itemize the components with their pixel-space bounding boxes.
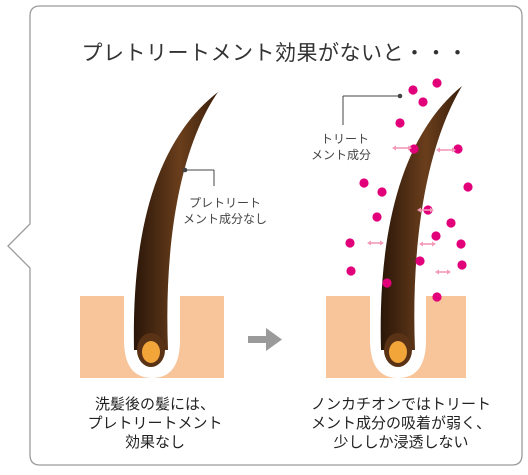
left-follicle-group (80, 92, 224, 378)
double-arrow (419, 241, 436, 247)
double-arrow (417, 207, 434, 213)
left-bulb-core (142, 341, 160, 363)
treatment-particle (408, 85, 418, 95)
treatment-particle (377, 187, 387, 197)
treatment-particles (345, 78, 473, 302)
treatment-particle (382, 278, 392, 288)
right-caption-line3: 少ししか浸透しない (333, 433, 469, 451)
double-arrow (435, 269, 451, 275)
left-label-dot (182, 167, 188, 173)
progression-arrow (248, 328, 282, 351)
left-hair-shaft (133, 92, 218, 350)
treatment-particle (418, 97, 428, 107)
treatment-particle (359, 178, 369, 188)
treatment-particle (432, 78, 442, 88)
treatment-particle (463, 182, 473, 192)
right-label-line2: メント成分 (311, 148, 372, 162)
right-follicle-group (326, 86, 466, 378)
right-label-dot (397, 93, 403, 99)
left-caption-line3: 効果なし (124, 433, 185, 451)
treatment-particle (456, 239, 466, 249)
treatment-particle (457, 260, 467, 270)
right-caption-line1: ノンカチオンではトリート (310, 395, 491, 413)
right-label-line1: トリート (321, 132, 370, 146)
left-caption-line2: プレトリートメント (87, 414, 223, 432)
treatment-particle (432, 292, 442, 302)
left-label-line1: プレトリート (189, 196, 262, 210)
right-hair-shaft (380, 86, 462, 350)
double-arrow (436, 147, 456, 153)
left-label-line2: メント成分なし (183, 212, 268, 226)
penetration-arrows (367, 145, 456, 275)
double-arrow (367, 240, 384, 246)
treatment-particle (345, 238, 355, 248)
right-bulb-core (389, 341, 407, 363)
treatment-particle (395, 118, 405, 128)
right-caption-line2: メント成分の吸着が弱く、 (310, 414, 491, 432)
left-caption-line1: 洗髪後の髪には、 (94, 395, 215, 413)
double-arrow (392, 145, 412, 151)
treatment-particle (446, 218, 456, 228)
treatment-particle (346, 266, 356, 276)
treatment-particle (431, 231, 441, 241)
treatment-particle (409, 144, 419, 154)
page-title: プレトリートメント効果がないと・・・ (81, 41, 469, 65)
treatment-particle (415, 256, 425, 266)
treatment-particle (453, 144, 463, 154)
treatment-particle (372, 212, 382, 222)
